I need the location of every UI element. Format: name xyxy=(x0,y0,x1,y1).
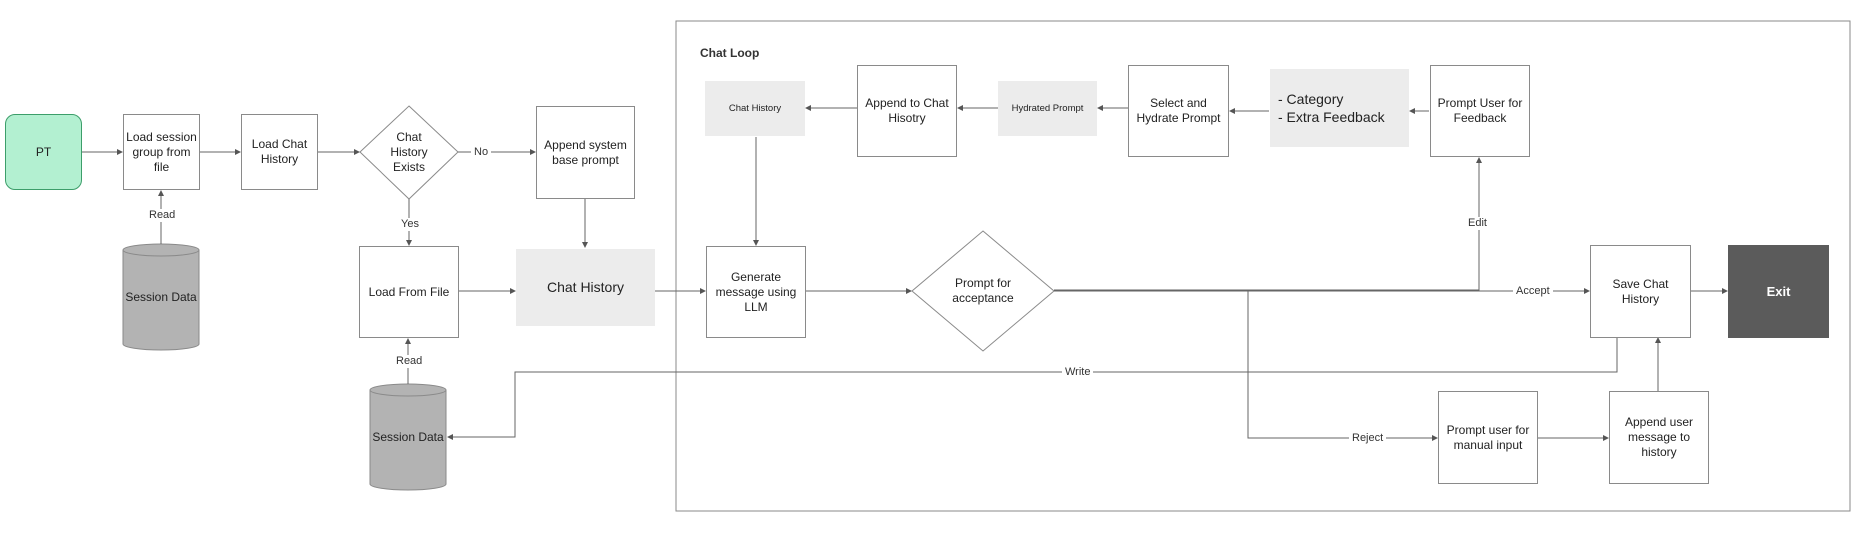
append-user-message-node: Append user message to history xyxy=(1609,391,1709,484)
prompt-manual-input-label: Prompt user for manual input xyxy=(1446,422,1530,452)
prompt-manual-input-node: Prompt user for manual input xyxy=(1438,391,1538,484)
select-hydrate-prompt-label: Select and Hydrate Prompt xyxy=(1136,96,1221,125)
session-data-top-label: Session Data xyxy=(125,290,197,304)
append-system-prompt-node: Append system base prompt xyxy=(536,106,635,199)
load-session-group-node: Load session group from file xyxy=(123,114,200,190)
edge-label-read-top: Read xyxy=(146,209,179,222)
edge-label-reject: Reject xyxy=(1349,432,1387,445)
save-chat-history-label: Save Chat History xyxy=(1612,276,1669,306)
chat-history-small-label: Chat History xyxy=(728,103,782,114)
select-hydrate-prompt-node: Select and Hydrate Prompt xyxy=(1128,65,1229,157)
edge-label-accept: Accept xyxy=(1513,285,1553,298)
load-session-group-label: Load session group from file xyxy=(126,129,197,174)
chat-loop-title: Chat Loop xyxy=(700,46,760,60)
load-chat-history-node: Load Chat History xyxy=(241,114,318,190)
session-data-bottom-label: Session Data xyxy=(372,430,444,444)
hydrated-prompt-label: Hydrated Prompt xyxy=(1011,103,1084,114)
exit-node: Exit xyxy=(1728,245,1829,338)
chat-history-main-label: Chat History xyxy=(546,279,625,295)
edge-edit xyxy=(1054,157,1482,291)
append-user-message-label: Append user message to history xyxy=(1624,415,1694,459)
load-chat-history-label: Load Chat History xyxy=(251,137,308,166)
generate-message-label: Generate message using LLM xyxy=(715,269,797,314)
prompt-acceptance-diamond xyxy=(911,230,1055,352)
generate-message-node: Generate message using LLM xyxy=(706,246,806,338)
prompt-user-feedback-node: Prompt User for Feedback xyxy=(1430,65,1530,157)
edge-label-read-bottom: Read xyxy=(393,355,426,368)
load-from-file-node: Load From File xyxy=(359,246,459,338)
load-from-file-label: Load From File xyxy=(368,284,450,299)
edge-label-no: No xyxy=(471,146,492,159)
edge-label-write: Write xyxy=(1062,366,1094,379)
exit-label: Exit xyxy=(1766,284,1791,299)
append-to-chat-history-label: Append to Chat Hisotry xyxy=(865,96,949,125)
append-system-prompt-label: Append system base prompt xyxy=(544,137,627,167)
session-data-bottom-cylinder xyxy=(369,383,447,491)
edge-reject xyxy=(1247,291,1438,441)
edge-write xyxy=(447,338,1618,440)
edge-label-yes: Yes xyxy=(398,218,422,231)
chat-history-exists-label: Chat History Exists xyxy=(390,129,428,174)
save-chat-history-node: Save Chat History xyxy=(1590,245,1691,338)
hydrated-prompt-node: Hydrated Prompt xyxy=(998,81,1097,136)
append-to-chat-history-node: Append to Chat Hisotry xyxy=(857,65,957,157)
start-node-label: PT xyxy=(35,144,52,159)
prompt-acceptance-label: Prompt for acceptance xyxy=(952,276,1014,305)
category-feedback-label: - Category - Extra Feedback xyxy=(1278,91,1385,125)
edge-label-edit: Edit xyxy=(1465,217,1490,230)
start-node-pt: PT xyxy=(5,114,82,190)
prompt-user-feedback-label: Prompt User for Feedback xyxy=(1437,96,1523,125)
chat-history-small-node: Chat History xyxy=(705,81,805,136)
category-feedback-note: - Category - Extra Feedback xyxy=(1270,69,1409,147)
chat-loop-container xyxy=(675,20,1851,512)
chat-history-main-node: Chat History xyxy=(516,249,655,326)
